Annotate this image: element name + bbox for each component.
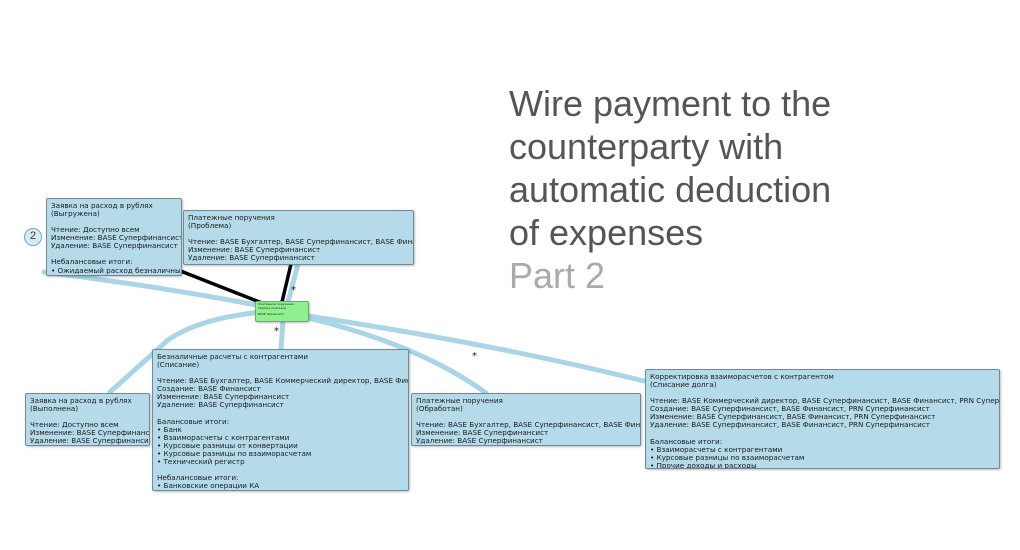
node-text-row: (Запись платежа) [258,305,287,310]
edge-request-uploaded [176,268,264,305]
node-text-row: • Прочие доходы и расходы [650,460,757,469]
node-text-row: • Взаиморасчеты с контрагентами [157,432,290,442]
title-line: Wire payment to the [509,83,832,124]
node-text-row: Заявка на расход в рублях [30,396,132,405]
node-text-row: • Курсовые разницы от конвертации [157,440,298,450]
node-text-row: (Списание долга) [650,380,717,390]
edge-payment-problem [280,262,293,304]
node-text-row: • Взаиморасчеты с контрагентами [650,444,783,454]
node-cashless-writeoff[interactable]: Безналичные расчеты с контрагентами(Спис… [152,349,409,491]
node-text-row: Изменение: BASE Суперфинансист [51,233,182,243]
node-text-row: Удаление: BASE Суперфинансист [416,436,543,446]
node-request-done[interactable]: Заявка на расход в рублях(Выполнена) Чтен… [25,393,150,446]
node-text-row: Платежные поручения [188,213,275,222]
node-text-row: Чтение: BASE Бухгалтер, BASE Суперфинанс… [188,237,414,247]
node-text-row: • Курсовые разницы по взаиморасчетам [157,448,312,458]
node-text-row: (Проблема) [188,221,232,231]
node-text-row: Создание: BASE Суперфинансист, BASE Фина… [650,404,930,414]
node-text-row: • Технический регистр [157,457,245,467]
node-text-row: (Обработан) [416,404,463,414]
node-text-row: Чтение: BASE Бухгалтер, BASE Коммерчески… [157,376,409,386]
edge-debt-adjustment [305,313,651,385]
node-text-row: Небалансовые итоги: [51,257,133,267]
edge-marker: * [472,351,477,362]
step-badge: 2 [24,228,42,246]
node-payment-problem[interactable]: Платежные поручения(Проблема) Чтение: BAS… [183,210,414,265]
node-text-row: (Выполнена) [30,404,79,414]
node-text-row: Платежные поручения [416,396,503,405]
edge-cashless-writeoff [278,317,286,353]
node-debt-adjustment[interactable]: Корректировка взаиморасчетов с контраген… [645,369,1000,469]
slide-title: Wire payment to the counterparty with au… [509,82,831,297]
node-text-row: Удаление: BASE Суперфинансист [188,253,315,263]
node-text-row: (Выгружена) [51,209,100,219]
node-text-row: Удаление: BASE Суперфинансист, BASE Фина… [650,420,930,430]
node-text-row: Изменение: BASE Суперфинансист [416,428,549,438]
node-text-row: Удаление: BASE Суперфинансист [51,241,178,251]
node-text-row: Корректировка взаиморасчетов с контраген… [650,372,834,381]
node-request-uploaded[interactable]: Заявка на расход в рублях(Выгружена) Чтен… [46,198,182,276]
node-text-row: Балансовые итоги: [650,436,723,446]
node-text-row: Чтение: BASE Бухгалтер, BASE Суперфинанс… [416,420,641,430]
node-text-row: Удаление: BASE Суперфинансист [30,436,150,446]
node-text-row: Изменение: BASE Суперфинансист [157,392,290,402]
edge-request-done [107,309,265,395]
node-text-row: (Списание) [157,360,200,370]
node-text-row: • Банковские операции КА [157,481,260,491]
node-text-row: Изменение: BASE Суперфинансист, BASE Фин… [650,412,936,422]
node-text-row: Чтение: BASE Коммерческий директор, BASE… [650,396,1000,406]
slide-subtitle: Part 2 [509,255,606,296]
title-line: of expenses [509,212,704,253]
node-text-row: Чтение: Доступно всем [51,225,140,235]
edge-payment-problem-light [285,261,301,305]
node-text-row: • Ожидаемый расход безналичных ДС [51,265,182,275]
node-text-row: Удаление: BASE Суперфинансист [157,400,284,410]
node-text-row: • Банк [157,424,182,434]
node-text-row: Изменение: BASE Суперфинансист [188,245,321,255]
node-text-row: Создание: BASE Финансист [157,384,261,394]
node-text-row: • Курсовые разницы по взаиморасчетам [650,452,805,462]
node-text-row: Безналичные расчеты с контрагентами [157,352,309,361]
node-text-row: Заявка на расход в рублях [51,201,153,210]
edge-marker: * [274,326,279,337]
node-text-row: Балансовые итоги: [157,416,230,426]
edge-marker: * [291,285,296,296]
node-text-row: Изменение: BASE Суперфинансист [30,428,150,438]
node-text-row: BASE Финансист [258,312,285,317]
title-line: automatic deduction [509,169,832,210]
node-text-row: Чтение: Доступно всем [30,420,119,430]
node-payment-processed[interactable]: Платежные поручения(Обработан) Чтение: BA… [411,393,641,446]
node-payment-order-center[interactable]: Платежное поручение(Запись платежа) BASE … [255,301,309,322]
node-text-row: Платежное поручение [258,302,294,306]
title-line: counterparty with [509,126,784,167]
node-text-row: Небалансовые итоги: [157,473,239,483]
